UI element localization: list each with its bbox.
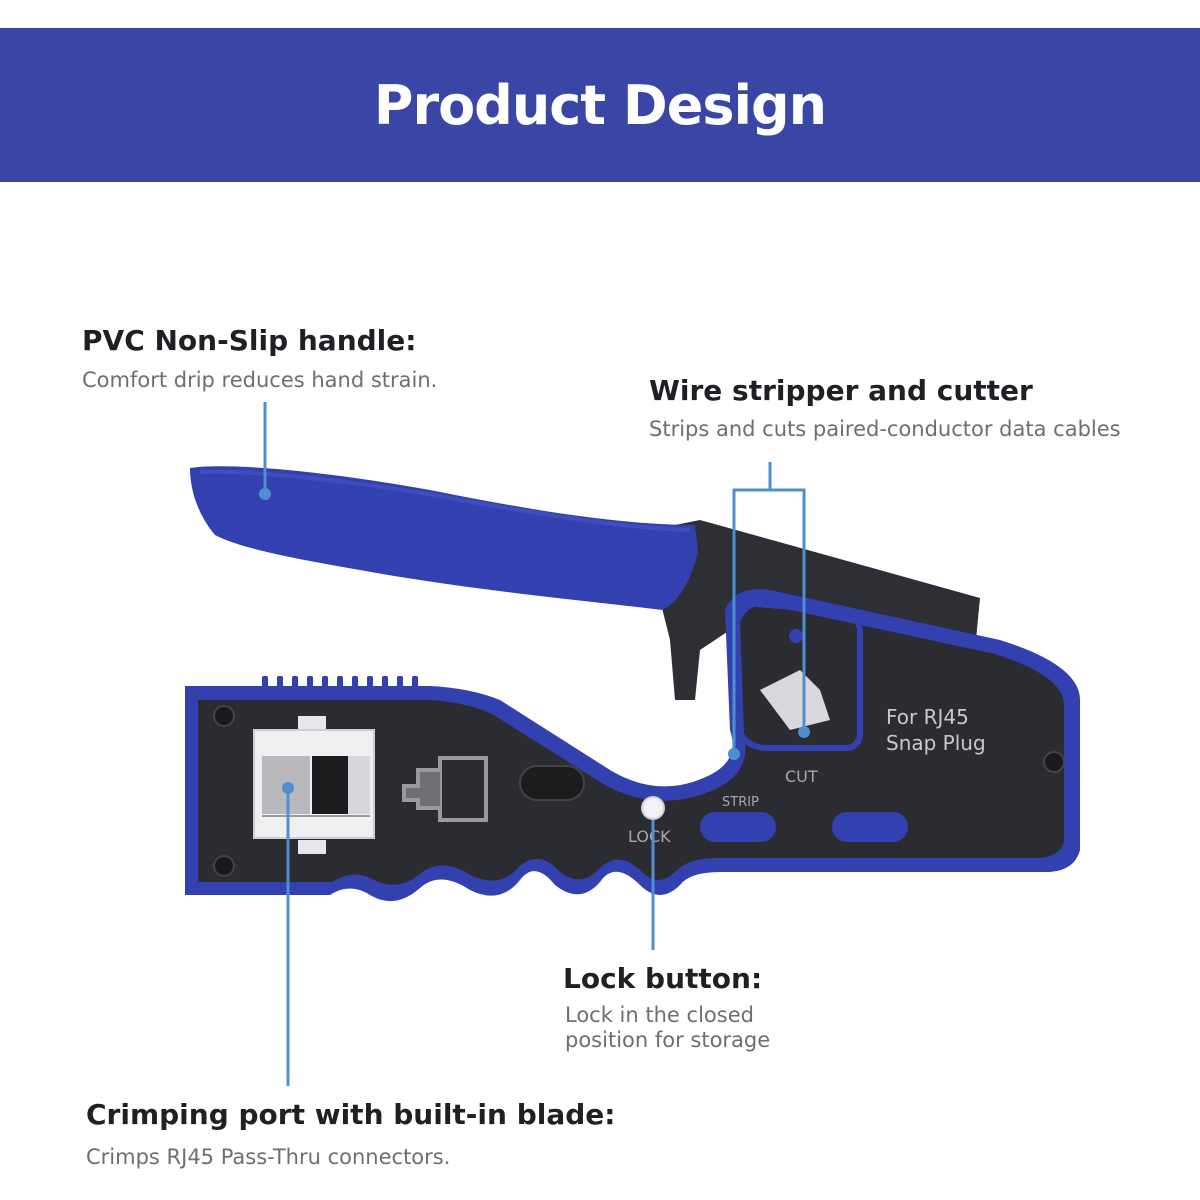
strip-label: STRIP (722, 795, 759, 810)
stripper-callout-desc: Strips and cuts paired-conductor data ca… (649, 417, 1121, 441)
lock-callout-desc-line2: position for storage (565, 1028, 771, 1052)
strip-slot (700, 812, 776, 842)
handle-callout-desc: Comfort drip reduces hand strain. (82, 368, 438, 392)
model-label-line1: For RJ45 (886, 705, 969, 729)
stripper-callout-title: Wire stripper and cutter (649, 374, 1033, 407)
slide-slot (519, 765, 585, 801)
page-title: Product Design (373, 73, 827, 137)
rj45-port-icon (402, 756, 488, 822)
top-ridges (262, 676, 418, 688)
leader-lines (263, 402, 806, 1086)
cut-label: CUT (785, 767, 818, 786)
crimping-port (253, 716, 375, 854)
lock-callout-title: Lock button: (563, 962, 763, 995)
lock-callout-desc-line1: Lock in the closed (565, 1003, 754, 1027)
stripper-blade-area (733, 598, 863, 751)
model-label-line2: Snap Plug (886, 731, 986, 755)
leader-dots (259, 488, 810, 794)
crimp-callout-desc: Crimps RJ45 Pass-Thru connectors. (86, 1145, 451, 1169)
header-banner: Product Design (0, 28, 1200, 182)
lock-button (641, 796, 665, 820)
crimp-callout-title: Crimping port with built-in blade: (86, 1098, 616, 1131)
screw-icons (213, 705, 1065, 877)
handle-callout-title: PVC Non-Slip handle: (82, 324, 417, 357)
pvc-handle-grip (190, 466, 698, 610)
lock-label: LOCK (628, 827, 671, 846)
cut-slot (832, 812, 908, 842)
